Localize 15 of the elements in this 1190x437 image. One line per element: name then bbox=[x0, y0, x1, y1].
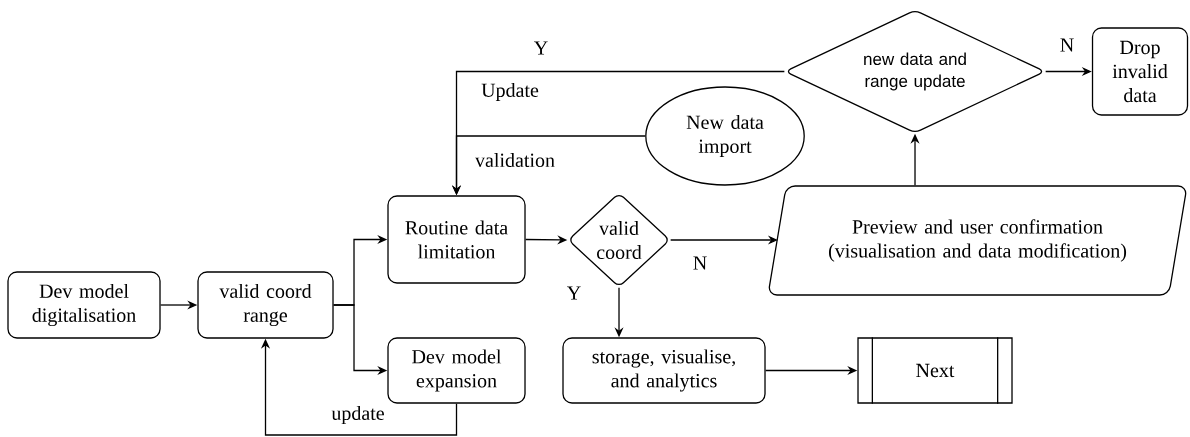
edge-label: update bbox=[330, 404, 386, 426]
subprocess-box: Next bbox=[857, 336, 1013, 405]
note-label: Update bbox=[480, 81, 540, 103]
process-box: Dev model digitalisation bbox=[7, 271, 161, 339]
edge-label: validation bbox=[474, 151, 556, 169]
edge-label: N bbox=[691, 255, 709, 271]
process-box: Dev model expansion bbox=[387, 337, 526, 404]
process-box: storage, visualise, and analytics bbox=[562, 337, 766, 404]
edge-label: Y bbox=[565, 285, 583, 301]
process-box: Routine data limitation bbox=[387, 195, 526, 284]
edge-label: Y bbox=[532, 40, 550, 56]
input-output-box: Preview and user confirmation (visualisation and data modification) bbox=[768, 185, 1187, 296]
process-box: valid coord range bbox=[197, 271, 334, 339]
process-box: Drop invalid data bbox=[1091, 27, 1189, 116]
edge-label: N bbox=[1058, 37, 1076, 53]
